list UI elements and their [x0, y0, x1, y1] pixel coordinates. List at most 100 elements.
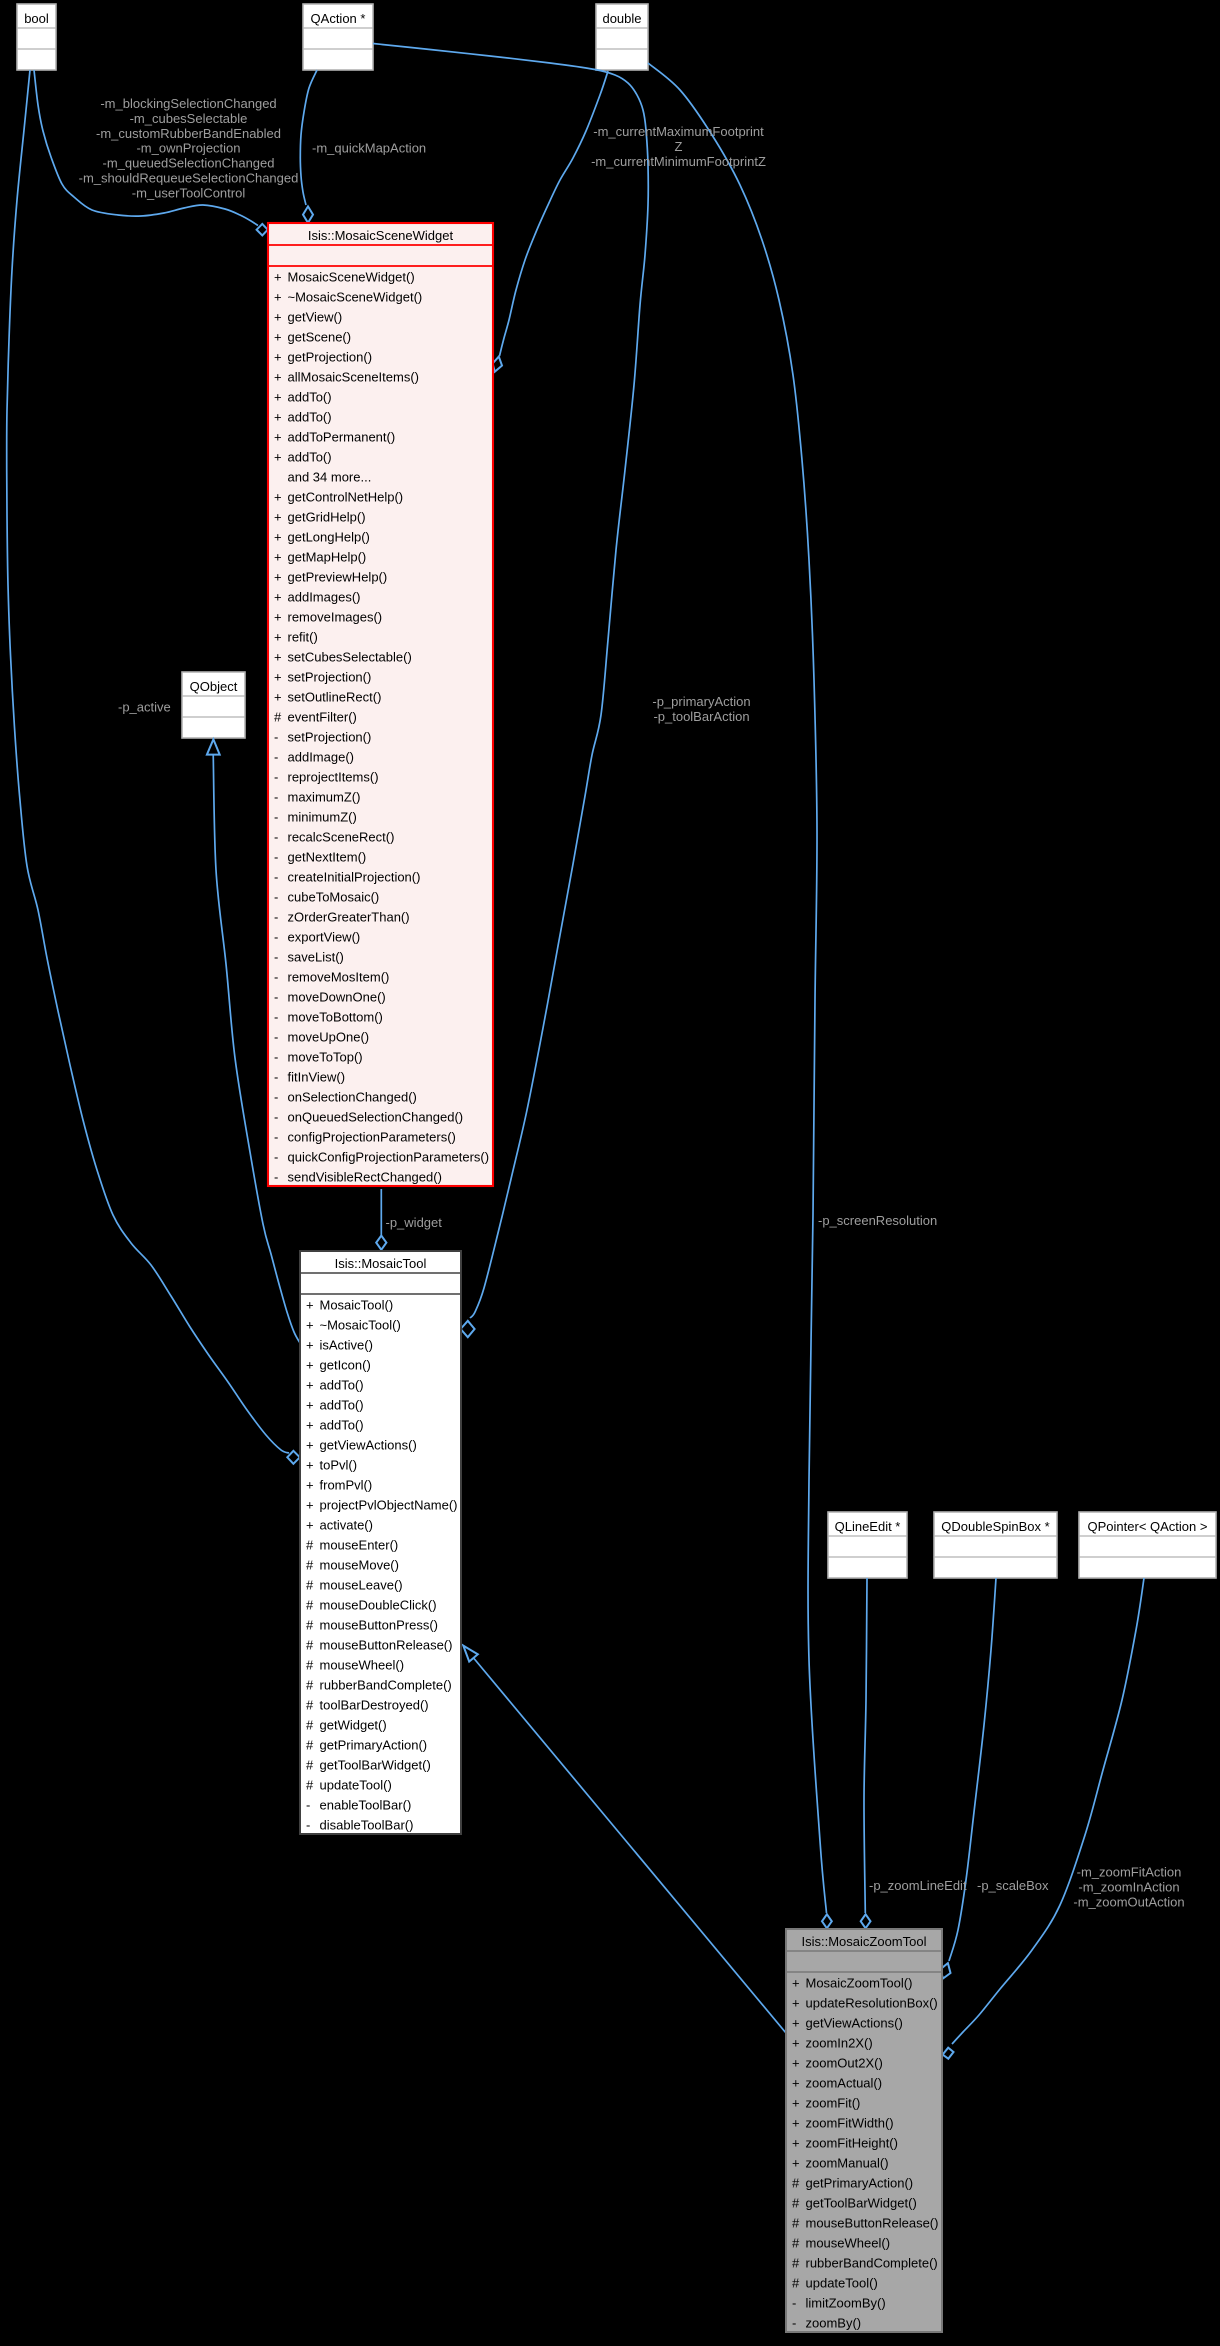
svg-text:+: +: [306, 1438, 314, 1453]
svg-text:minimumZ(): minimumZ(): [288, 810, 357, 825]
svg-text:-m_shouldRequeueSelectionChang: -m_shouldRequeueSelectionChanged: [79, 171, 299, 186]
svg-text:+: +: [792, 1976, 800, 1991]
svg-text:getLongHelp(): getLongHelp(): [288, 530, 370, 545]
svg-text:+: +: [306, 1398, 314, 1413]
svg-text:allMosaicSceneItems(): allMosaicSceneItems(): [288, 370, 420, 385]
svg-text:updateTool(): updateTool(): [806, 2276, 878, 2291]
svg-text:setOutlineRect(): setOutlineRect(): [288, 690, 382, 705]
svg-text:getViewActions(): getViewActions(): [320, 1438, 417, 1453]
svg-text:getMapHelp(): getMapHelp(): [288, 550, 367, 565]
svg-text:addImages(): addImages(): [288, 590, 361, 605]
svg-text:#: #: [306, 1578, 314, 1593]
svg-text:Isis::MosaicSceneWidget: Isis::MosaicSceneWidget: [308, 228, 454, 243]
svg-text:zoomFit(): zoomFit(): [806, 2096, 861, 2111]
svg-text:mouseMove(): mouseMove(): [320, 1558, 399, 1573]
svg-text:sendVisibleRectChanged(): sendVisibleRectChanged(): [288, 1170, 442, 1185]
svg-text:moveToBottom(): moveToBottom(): [288, 1010, 383, 1025]
svg-text:moveDownOne(): moveDownOne(): [288, 990, 386, 1005]
svg-text:#: #: [792, 2276, 800, 2291]
svg-text:fromPvl(): fromPvl(): [320, 1478, 373, 1493]
svg-text:-: -: [274, 890, 278, 905]
svg-text:-: -: [274, 1150, 278, 1165]
svg-text:-m_currentMinimumFootprintZ: -m_currentMinimumFootprintZ: [591, 154, 766, 169]
svg-text:getPrimaryAction(): getPrimaryAction(): [320, 1738, 428, 1753]
svg-text:-m_customRubberBandEnabled: -m_customRubberBandEnabled: [96, 126, 281, 141]
svg-text:getControlNetHelp(): getControlNetHelp(): [288, 490, 404, 505]
svg-text:+: +: [792, 2036, 800, 2051]
svg-text:onSelectionChanged(): onSelectionChanged(): [288, 1090, 417, 1105]
svg-text:getGridHelp(): getGridHelp(): [288, 510, 366, 525]
svg-text:setProjection(): setProjection(): [288, 670, 372, 685]
svg-text:~MosaicTool(): ~MosaicTool(): [320, 1318, 401, 1333]
svg-text:quickConfigProjectionParameter: quickConfigProjectionParameters(): [288, 1150, 490, 1165]
svg-text:-p_screenResolution: -p_screenResolution: [818, 1213, 937, 1228]
svg-text:createInitialProjection(): createInitialProjection(): [288, 870, 421, 885]
svg-text:+: +: [306, 1518, 314, 1533]
svg-text:#: #: [306, 1698, 314, 1713]
svg-text:mouseWheel(): mouseWheel(): [806, 2236, 891, 2251]
svg-text:double: double: [602, 11, 641, 26]
svg-text:#: #: [792, 2216, 800, 2231]
svg-text:#: #: [306, 1678, 314, 1693]
svg-text:-: -: [274, 850, 278, 865]
svg-text:-p_toolBarAction: -p_toolBarAction: [653, 709, 749, 724]
svg-text:addToPermanent(): addToPermanent(): [288, 430, 396, 445]
svg-text:-: -: [306, 1798, 310, 1813]
svg-text:-: -: [274, 1070, 278, 1085]
svg-text:Z: Z: [675, 139, 683, 154]
svg-text:+: +: [274, 530, 282, 545]
svg-text:zoomIn2X(): zoomIn2X(): [806, 2036, 873, 2051]
svg-text:maximumZ(): maximumZ(): [288, 790, 361, 805]
svg-text:+: +: [306, 1318, 314, 1333]
svg-text:+: +: [274, 350, 282, 365]
svg-text:zoomManual(): zoomManual(): [806, 2156, 889, 2171]
svg-text:#: #: [792, 2176, 800, 2191]
svg-text:+: +: [306, 1298, 314, 1313]
svg-text:-: -: [274, 1170, 278, 1185]
svg-text:eventFilter(): eventFilter(): [288, 710, 357, 725]
svg-text:-: -: [274, 990, 278, 1005]
svg-text:-m_zoomFitAction: -m_zoomFitAction: [1077, 1865, 1182, 1880]
svg-text:+: +: [306, 1378, 314, 1393]
svg-text:addImage(): addImage(): [288, 750, 354, 765]
svg-text:getViewActions(): getViewActions(): [806, 2016, 903, 2031]
svg-text:-m_userToolControl: -m_userToolControl: [132, 185, 246, 200]
svg-text:#: #: [306, 1558, 314, 1573]
svg-text:+: +: [274, 410, 282, 425]
svg-text:-: -: [274, 1030, 278, 1045]
svg-text:limitZoomBy(): limitZoomBy(): [806, 2296, 886, 2311]
svg-text:-: -: [274, 910, 278, 925]
svg-text:zoomBy(): zoomBy(): [806, 2316, 862, 2331]
svg-text:+: +: [274, 290, 282, 305]
svg-text:-: -: [274, 830, 278, 845]
svg-text:+: +: [306, 1418, 314, 1433]
svg-text:getProjection(): getProjection(): [288, 350, 373, 365]
svg-text:MosaicSceneWidget(): MosaicSceneWidget(): [288, 270, 415, 285]
svg-text:QPointer< QAction >: QPointer< QAction >: [1088, 1519, 1208, 1534]
svg-text:+: +: [274, 430, 282, 445]
svg-text:-m_cubesSelectable: -m_cubesSelectable: [130, 111, 248, 126]
svg-text:#: #: [792, 2256, 800, 2271]
svg-text:onQueuedSelectionChanged(): onQueuedSelectionChanged(): [288, 1110, 464, 1125]
svg-text:-m_blockingSelectionChanged: -m_blockingSelectionChanged: [100, 96, 276, 111]
svg-text:+: +: [306, 1338, 314, 1353]
svg-text:enableToolBar(): enableToolBar(): [320, 1798, 412, 1813]
svg-text:#: #: [306, 1618, 314, 1633]
svg-text:+: +: [306, 1458, 314, 1473]
svg-text:addTo(): addTo(): [320, 1378, 364, 1393]
svg-text:+: +: [306, 1358, 314, 1373]
svg-text:+: +: [274, 630, 282, 645]
svg-text:getToolBarWidget(): getToolBarWidget(): [320, 1758, 431, 1773]
svg-text:-: -: [274, 950, 278, 965]
svg-text:-: -: [792, 2316, 796, 2331]
svg-text:and 34 more...: and 34 more...: [288, 470, 372, 485]
svg-text:+: +: [274, 690, 282, 705]
svg-text:MosaicTool(): MosaicTool(): [320, 1298, 394, 1313]
svg-text:fitInView(): fitInView(): [288, 1070, 346, 1085]
svg-text:reprojectItems(): reprojectItems(): [288, 770, 379, 785]
svg-text:exportView(): exportView(): [288, 930, 361, 945]
svg-text:zoomFitWidth(): zoomFitWidth(): [806, 2116, 894, 2131]
svg-text:+: +: [306, 1478, 314, 1493]
svg-text:-: -: [274, 770, 278, 785]
svg-text:getNextItem(): getNextItem(): [288, 850, 367, 865]
